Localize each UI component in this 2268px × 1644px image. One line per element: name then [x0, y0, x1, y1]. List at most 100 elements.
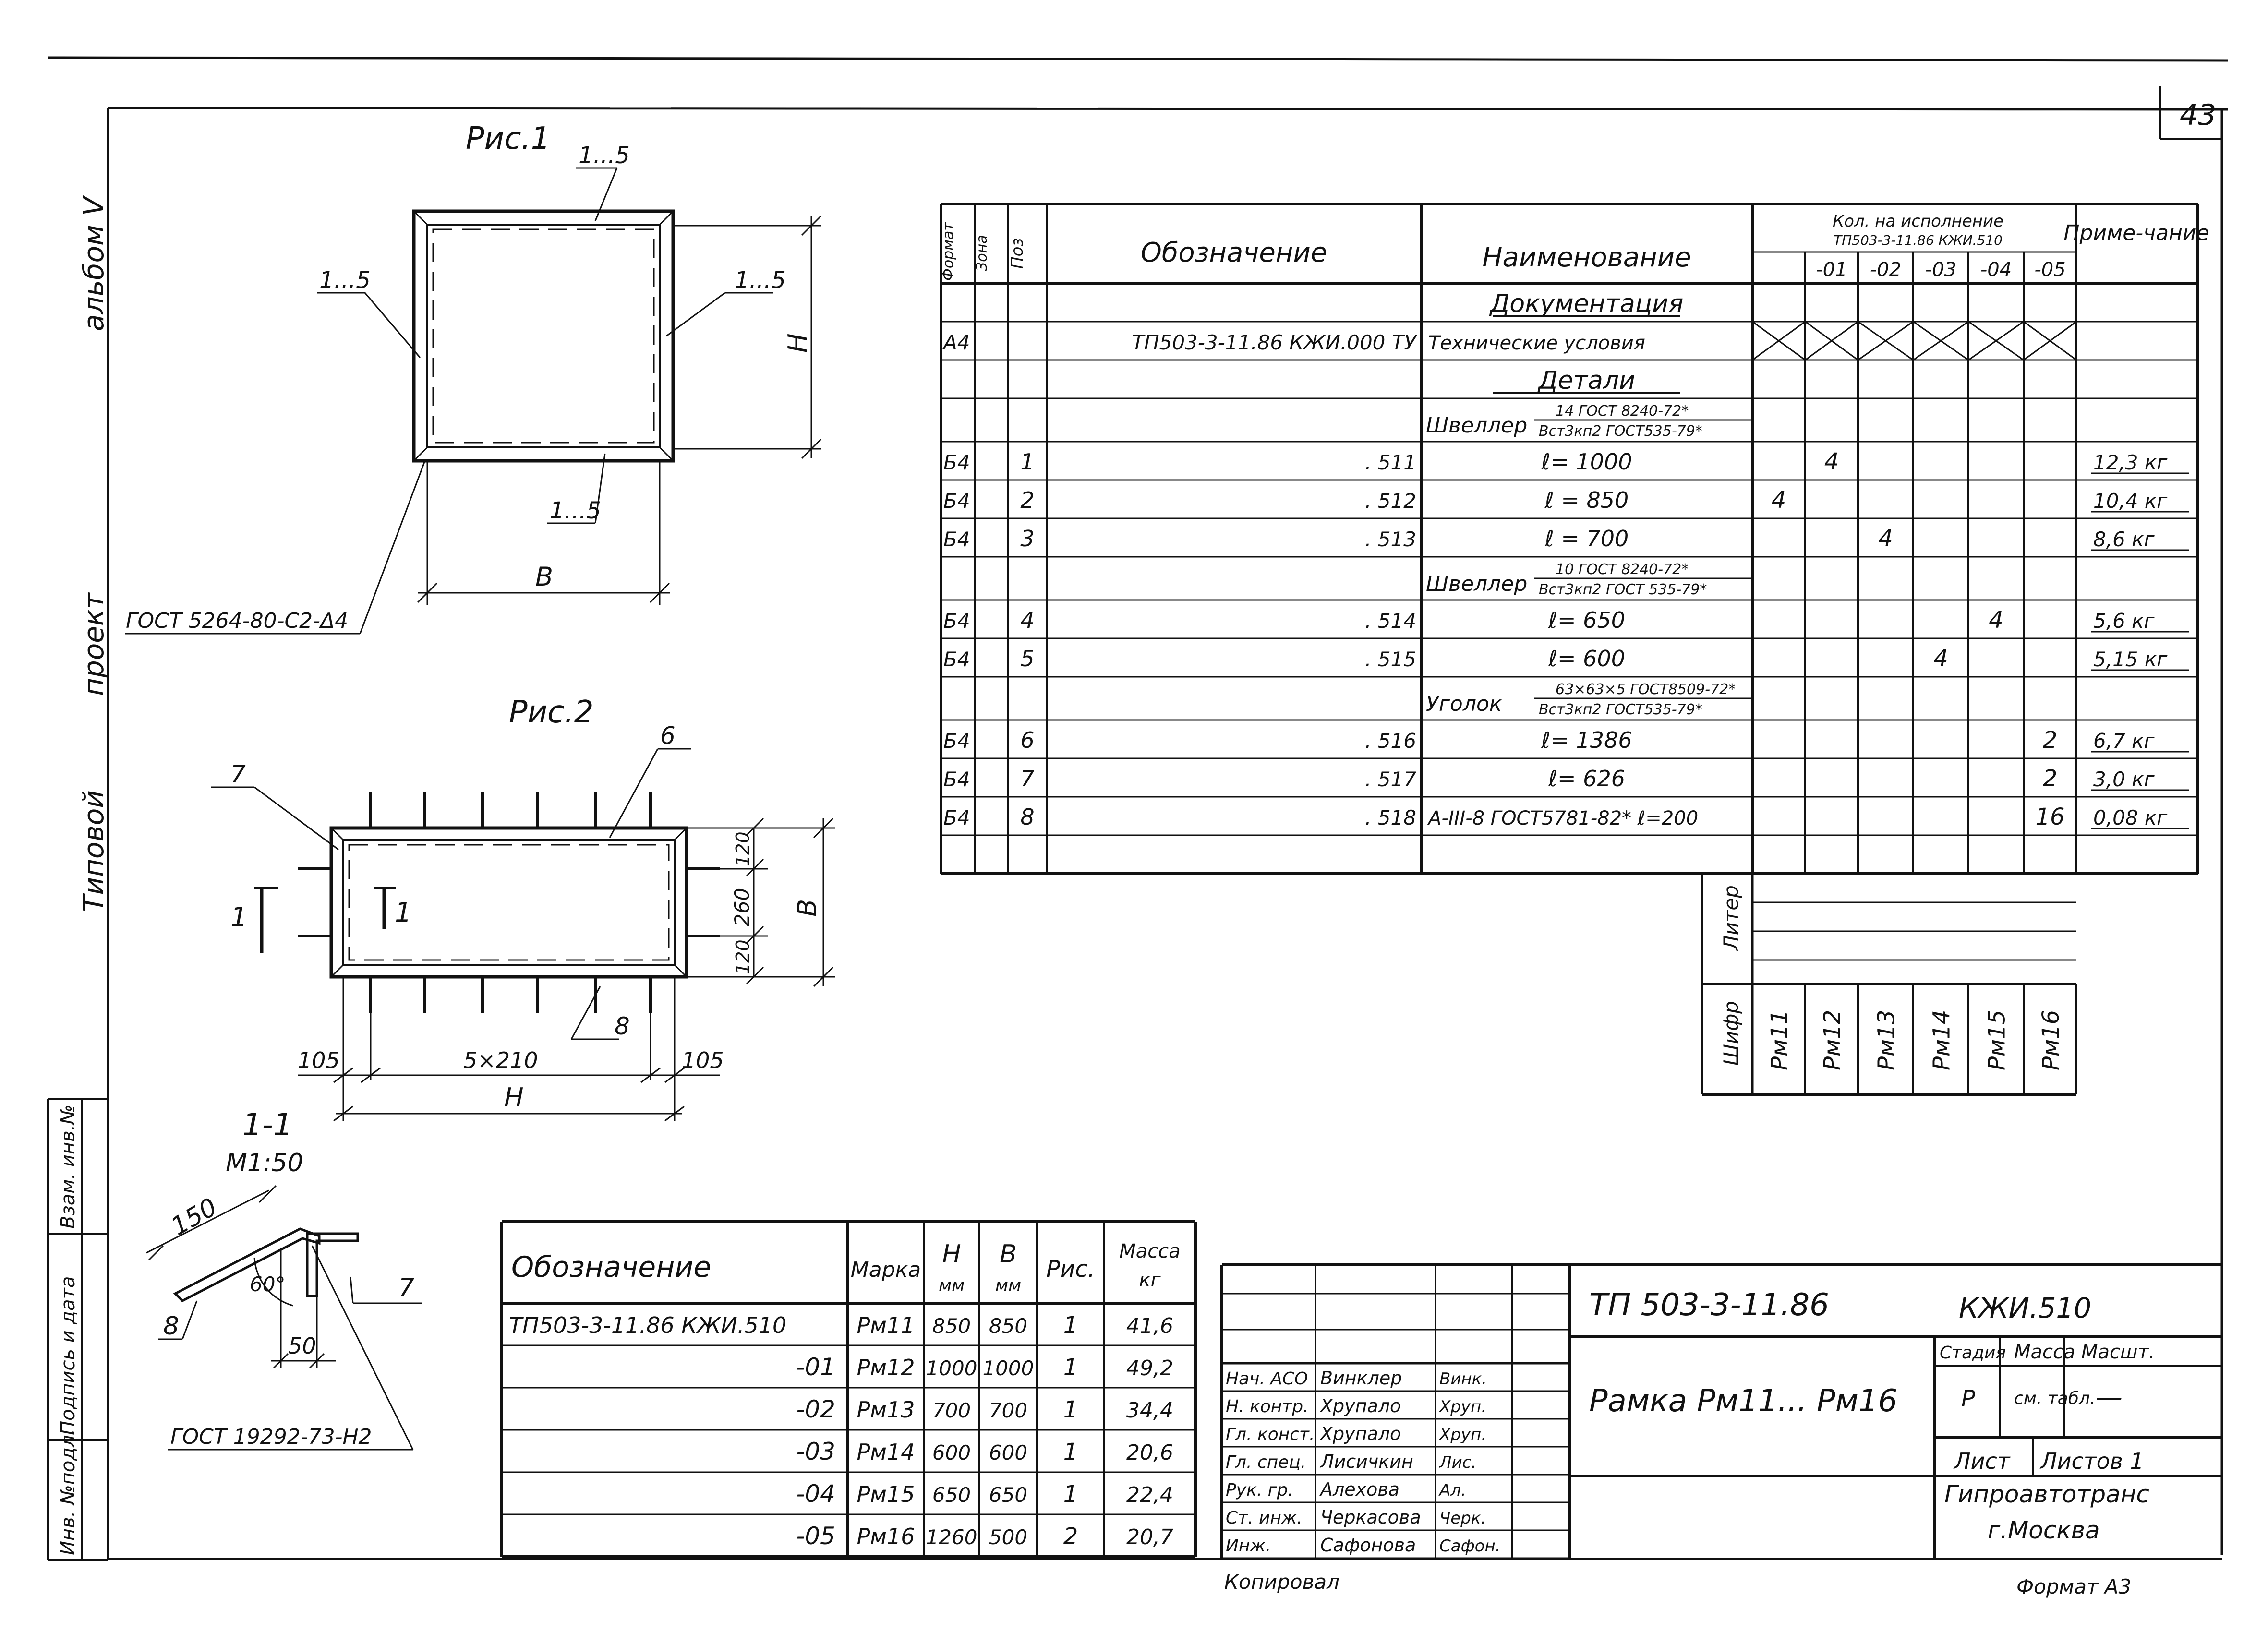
spec-cell-name-top: 63×63×5 ГОСТ8509-72*: [1556, 681, 1736, 698]
tb-doc-code: КЖИ.510: [1959, 1292, 2091, 1324]
spec-hdr-format: Формат: [940, 222, 957, 281]
marks-cell-designation: -04: [796, 1480, 835, 1508]
marks-cell-mark: Рм13: [857, 1397, 915, 1423]
spec-cell-name-bot: Вст3кп2 ГОСТ 535-79*: [1539, 581, 1707, 598]
marks-cell-b: 700: [989, 1399, 1027, 1422]
tb-person-role: Гл. спец.: [1226, 1452, 1306, 1472]
spec-cell-format: Б4: [943, 609, 970, 633]
shifr-code: Рм15: [1984, 1010, 2011, 1070]
spec-cell-note: 5,15 кг: [2093, 648, 2168, 671]
shifr-code: Рм12: [1819, 1010, 1846, 1070]
section-pos7: 7: [398, 1273, 414, 1302]
spec-cell-designation: . 516: [1365, 729, 1416, 753]
side-label-typical: Типовой: [77, 790, 110, 912]
tb-person-signature: Хруп.: [1438, 1425, 1486, 1444]
tb-person-signature: Хруп.: [1438, 1397, 1486, 1416]
spec-cell-name: Швеллер: [1426, 413, 1527, 438]
tb-person-signature: Сафон.: [1439, 1536, 1500, 1556]
spec-cell-pos: 3: [1020, 526, 1034, 552]
tb-person-role: Гл. конст.: [1226, 1425, 1315, 1444]
marks-cell-mass: 20,6: [1126, 1440, 1173, 1465]
spec-hdr-variant: -01: [1816, 259, 1847, 281]
tb-mass-label: Масса: [2014, 1341, 2075, 1363]
marks-cell-h: 700: [932, 1399, 971, 1422]
section-gost: ГОСТ 19292-73-Н2: [170, 1425, 372, 1449]
fig1-dim-b: B: [535, 562, 553, 592]
spec-cell-name: ℓ = 850: [1544, 487, 1629, 513]
marks-cell-designation: -02: [796, 1395, 835, 1423]
spec-cell-pos: 4: [1020, 607, 1034, 633]
marks-hdr-mark: Марка: [851, 1258, 921, 1282]
marks-cell-fig: 1: [1063, 1396, 1078, 1423]
marks-cell-b: 650: [989, 1483, 1027, 1507]
spec-hdr-pos: Поз: [1008, 238, 1027, 269]
spec-cell-designation: . 514: [1365, 609, 1416, 633]
marks-cell-mark: Рм15: [857, 1481, 915, 1507]
tb-mass: см. табл.: [2014, 1389, 2096, 1408]
spec-cross-line: [1913, 321, 1969, 361]
marks-cell-fig: 2: [1063, 1523, 1078, 1550]
marks-cell-mass: 41,6: [1126, 1314, 1173, 1338]
fig2-dim-5x210: 5×210: [463, 1047, 538, 1073]
tb-org: Гипроавтотранс: [1944, 1480, 2149, 1508]
marks-cell-b: 600: [989, 1441, 1027, 1464]
spec-cell-note: 0,08 кг: [2093, 806, 2168, 829]
spec-cross-line: [1968, 321, 2024, 361]
fig1-gost: ГОСТ 5264-80-С2-Δ4: [126, 609, 348, 633]
tb-person-role: Инж.: [1226, 1536, 1271, 1556]
fig2-pos8: 8: [615, 1012, 630, 1040]
marks-hdr-h-unit: мм: [939, 1276, 965, 1296]
marks-cell-h: 1260: [926, 1525, 977, 1549]
tb-sheet-label: Лист: [1953, 1448, 2011, 1474]
spec-cell-qty: 16: [2035, 804, 2064, 830]
spec-cell-section: Детали: [1537, 366, 1635, 395]
section-1-1: 1-1 М1:50 150 60° 50 7 8 ГОСТ 19292-73-Н…: [146, 1107, 422, 1451]
figure-1: Рис.1 1...5 1...5 1...5 1...5 H B: [125, 121, 822, 635]
marks-cell-fig: 1: [1063, 1312, 1078, 1339]
stamp-column: Взам. инв.№ Подпись и дата Инв. №подл.: [47, 1098, 108, 1561]
spec-cell-designation: . 515: [1365, 648, 1416, 671]
shifr-code: Рм14: [1929, 1010, 1955, 1070]
section-dim150: 150: [167, 1193, 222, 1242]
spec-cross-line: [1805, 321, 1858, 361]
spec-cell-designation: . 513: [1365, 528, 1416, 551]
marks-cell-h: 850: [932, 1314, 971, 1338]
spec-cell-note: 10,4 кг: [2093, 489, 2168, 513]
spec-cell-name: ℓ= 1386: [1541, 727, 1632, 753]
tb-person-role: Рук. гр.: [1226, 1480, 1293, 1500]
spec-cell-qty: 4: [1824, 448, 1839, 475]
spec-cell-pos: 8: [1020, 804, 1034, 830]
section-title: 1-1: [242, 1107, 293, 1143]
spec-cell-section: Документация: [1489, 289, 1683, 318]
shifr-code: Рм16: [2038, 1010, 2064, 1070]
tb-person-role: Ст. инж.: [1226, 1508, 1303, 1528]
fig2-dim-b: B: [792, 899, 822, 917]
fig2-dim-105b: 105: [682, 1047, 724, 1073]
spec-hdr-designation: Обозначение: [1141, 237, 1327, 268]
footer-format: Формат А3: [2016, 1575, 2131, 1598]
shifr-label: Шифр: [1719, 1001, 1743, 1066]
side-label-album: альбом V: [77, 195, 110, 331]
fig1-label-bottom: 1...5: [550, 497, 601, 524]
tb-stage: Р: [1961, 1385, 1975, 1412]
tb-city: г.Москва: [1988, 1516, 2100, 1544]
fig1-title: Рис.1: [466, 121, 550, 156]
spec-cell-name: ℓ= 650: [1548, 607, 1625, 633]
tb-person-name: Хрупало: [1319, 1423, 1401, 1444]
section-angle: 60°: [250, 1272, 285, 1296]
marks-cell-mass: 20,7: [1126, 1525, 1173, 1549]
side-labels: альбом V проект Типовой: [77, 195, 110, 912]
spec-cell-qty: 4: [1989, 607, 2003, 634]
tb-person-role: Н. контр.: [1226, 1397, 1309, 1416]
tb-sheets-label: Листов 1: [2039, 1448, 2144, 1474]
spec-hdr-variant: -02: [1870, 259, 1901, 281]
spec-hdr-variant: -03: [1925, 259, 1956, 281]
section-scale: М1:50: [226, 1149, 303, 1177]
spec-cell-name-top: 14 ГОСТ 8240-72*: [1556, 403, 1689, 420]
spec-cell-format: А4: [942, 331, 970, 354]
tb-stage-label: Стадия: [1940, 1343, 2006, 1363]
marks-cell-mark: Рм11: [857, 1312, 915, 1338]
fig2-dim-h: H: [504, 1082, 524, 1113]
marks-cell-b: 1000: [983, 1356, 1034, 1380]
